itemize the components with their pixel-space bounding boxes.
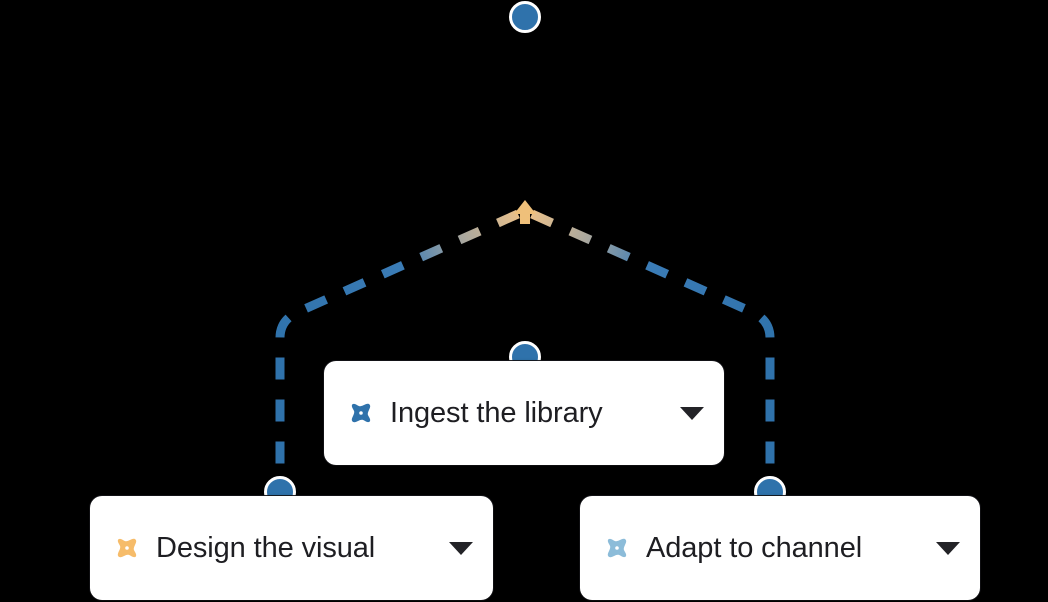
branch-junction-marker — [514, 200, 536, 224]
sparkle-star-icon — [351, 403, 371, 423]
node-label-adapt: Adapt to channel — [646, 531, 863, 564]
chevron-down-icon[interactable] — [449, 541, 473, 555]
node-card-ingest[interactable]: Ingest the library — [324, 361, 724, 465]
sparkle-star-icon — [607, 538, 627, 558]
node-card-adapt[interactable]: Adapt to channel — [580, 496, 980, 600]
node-label-ingest: Ingest the library — [390, 396, 603, 429]
chevron-down-icon[interactable] — [680, 406, 704, 420]
sparkle-star-icon — [117, 538, 137, 558]
node-label-design: Design the visual — [156, 531, 376, 564]
node-card-design[interactable]: Design the visual — [90, 496, 493, 600]
root-anchor-dot[interactable] — [509, 1, 541, 33]
chevron-down-icon[interactable] — [936, 541, 960, 555]
